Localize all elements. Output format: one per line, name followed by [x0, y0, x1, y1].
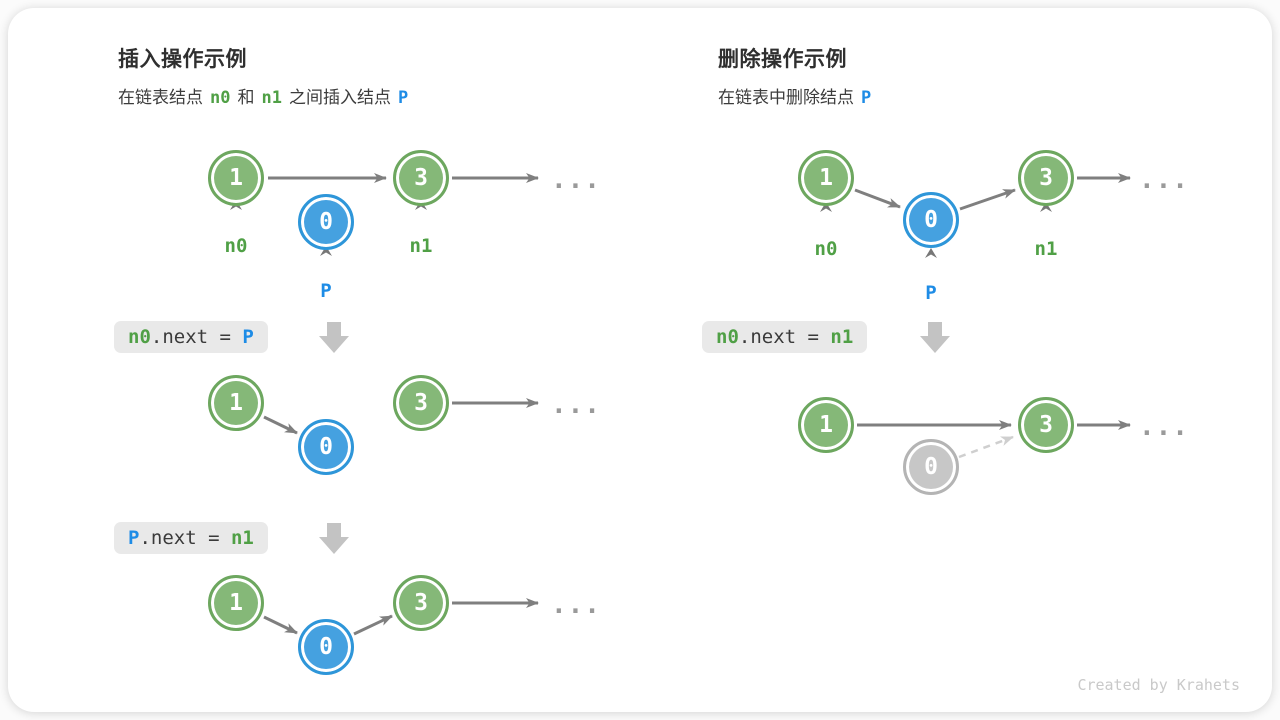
insert-section-subtitle: 在链表结点 n0 和 n1 之间插入结点 P	[118, 83, 415, 108]
insert1-node-1: 1	[208, 150, 264, 206]
insert1-node-p: 0	[298, 194, 354, 250]
insert3-node-3: 3	[393, 575, 449, 631]
insert-section-title: 插入操作示例	[118, 48, 247, 71]
subtitle-text: 之间插入结点	[288, 88, 391, 107]
pointer-label-n1: n1	[1034, 238, 1058, 260]
list-ellipsis: ...	[551, 165, 601, 195]
node-value: 3	[414, 390, 428, 416]
node-value: 0	[319, 209, 333, 235]
subtitle-text: 在链表中删除结点	[718, 88, 854, 107]
remove2-node-p-removed: 0	[903, 439, 959, 495]
code-mid: .next =	[139, 527, 231, 549]
insert3-node-p: 0	[298, 619, 354, 675]
insert2-node-p: 0	[298, 419, 354, 475]
code-lhs: n0	[128, 326, 151, 348]
code-rhs: n1	[830, 326, 854, 348]
node-value: 0	[924, 454, 938, 480]
remove2-node-3: 3	[1018, 397, 1074, 453]
pointer-label-n0: n0	[224, 235, 248, 257]
insert-code-step1: n0.next = P	[114, 321, 268, 353]
token-p: P	[861, 88, 872, 108]
node-value: 1	[819, 412, 833, 438]
subtitle-text: 在链表结点	[118, 88, 203, 107]
node-value: 1	[229, 390, 243, 416]
insert2-node-1: 1	[208, 375, 264, 431]
figure-card	[8, 8, 1272, 712]
remove-code-step1: n0.next = n1	[702, 321, 868, 353]
remove1-node-1: 1	[798, 150, 854, 206]
remove-section-subtitle: 在链表中删除结点 P	[718, 83, 878, 108]
watermark: Created by Krahets	[1077, 676, 1240, 694]
pointer-label-p: P	[925, 282, 937, 304]
subtitle-text: 和	[237, 88, 255, 107]
insert1-node-3: 3	[393, 150, 449, 206]
remove2-node-1: 1	[798, 397, 854, 453]
node-value: 3	[1039, 165, 1053, 191]
code-rhs: P	[242, 326, 254, 348]
list-ellipsis: ...	[551, 590, 601, 620]
node-value: 1	[229, 590, 243, 616]
node-value: 0	[319, 434, 333, 460]
token-n1: n1	[261, 88, 282, 108]
pointer-label-p: P	[320, 280, 332, 302]
remove1-node-3: 3	[1018, 150, 1074, 206]
pointer-label-n0: n0	[814, 238, 838, 260]
node-value: 3	[1039, 412, 1053, 438]
insert2-node-3: 3	[393, 375, 449, 431]
remove-section-title: 删除操作示例	[718, 48, 847, 71]
remove1-node-p: 0	[903, 192, 959, 248]
token-n0: n0	[210, 88, 231, 108]
code-lhs: n0	[716, 326, 739, 348]
node-value: 3	[414, 165, 428, 191]
node-value: 1	[229, 165, 243, 191]
code-rhs: n1	[230, 527, 254, 549]
insert-code-step2: P.next = n1	[114, 522, 268, 554]
node-value: 0	[319, 634, 333, 660]
insert3-node-1: 1	[208, 575, 264, 631]
node-value: 3	[414, 590, 428, 616]
list-ellipsis: ...	[551, 390, 601, 420]
token-p: P	[397, 88, 409, 108]
node-value: 0	[924, 207, 938, 233]
code-mid: .next =	[150, 326, 243, 348]
code-mid: .next =	[738, 326, 831, 348]
code-lhs: P	[128, 527, 140, 549]
node-value: 1	[819, 165, 833, 191]
list-ellipsis: ...	[1139, 165, 1189, 195]
list-ellipsis: ...	[1139, 412, 1189, 442]
pointer-label-n1: n1	[409, 235, 433, 257]
